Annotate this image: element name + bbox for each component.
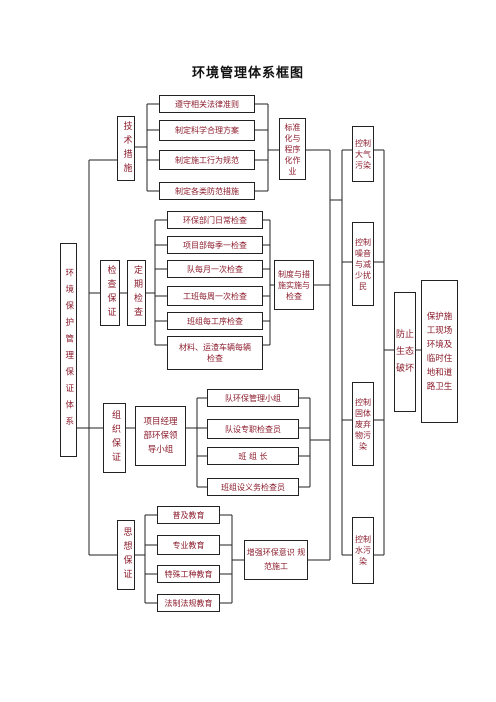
inspection-item-3: 队每月一次检查 xyxy=(167,260,263,278)
inspection-item-6-label: 材料、运渣车辆每辆检查 xyxy=(179,343,251,363)
branch-inspection: 检查保证 xyxy=(100,260,120,326)
thought-item-2: 专业教育 xyxy=(157,535,220,555)
inspection-item-1-label: 环保部门日常检查 xyxy=(183,215,247,225)
control-air-label: 控制大气污染 xyxy=(355,138,371,170)
final-goal-box: 保护施工现场环境及临时住地和道路卫生 xyxy=(421,280,458,423)
control-solid-label: 控制固体废弃物污染 xyxy=(355,397,371,451)
inspection-item-5-label: 班组每工序检查 xyxy=(187,316,243,326)
organization-item-3: 班 组 长 xyxy=(207,447,299,465)
prevent-ecology-label: 防止生态破坏 xyxy=(396,329,415,374)
inspection-item-2-label: 项目部每季一检查 xyxy=(183,240,247,250)
branch-thought: 思想保证 xyxy=(117,520,135,590)
thought-item-3: 特殊工种教育 xyxy=(157,565,220,583)
tech-result-label: 标准化与程序化作业 xyxy=(284,122,301,176)
thought-item-4: 法制法规教育 xyxy=(157,594,220,612)
inspection-result: 制度与措施实施与检查 xyxy=(274,260,314,310)
thought-result: 增强环保意识 规范施工 xyxy=(244,540,308,580)
branch-organization: 组织保证 xyxy=(103,403,126,473)
root-label: 环境保护管理保证体系 xyxy=(63,267,74,433)
inspection-item-3-label: 队每月一次检查 xyxy=(187,264,243,274)
tech-item-1: 遵守相关法律准则 xyxy=(159,95,255,113)
organization-item-1: 队环保管理小组 xyxy=(207,389,299,407)
final-goal-label: 保护施工现场环境及临时住地和道路卫生 xyxy=(426,311,453,392)
branch-technical: 技术措施 xyxy=(117,116,135,181)
control-water: 控制水污染 xyxy=(352,517,374,584)
thought-result-label: 增强环保意识 规范施工 xyxy=(246,548,306,571)
root-box: 环境保护管理保证体系 xyxy=(60,243,77,457)
control-air: 控制大气污染 xyxy=(352,126,374,182)
inspection-item-4-label: 工班每周一次检查 xyxy=(183,291,247,301)
thought-item-3-label: 特殊工种教育 xyxy=(164,569,213,579)
organization-item-1-label: 队环保管理小组 xyxy=(225,393,281,403)
thought-item-4-label: 法制法规教育 xyxy=(164,598,213,608)
organization-sub-label: 项目经理部环保领导小组 xyxy=(143,417,178,455)
branch-thought-label: 思想保证 xyxy=(121,527,132,583)
organization-item-2: 队设专职检查员 xyxy=(207,419,299,439)
control-noise: 控制噪音与减少扰民 xyxy=(352,222,374,306)
control-noise-label: 控制噪音与减少扰民 xyxy=(355,237,371,291)
diagram-title: 环境管理体系框图 xyxy=(191,66,304,81)
organization-sub: 项目经理部环保领导小组 xyxy=(135,406,186,466)
tech-item-1-label: 遵守相关法律准则 xyxy=(175,99,239,109)
inspection-item-2: 项目部每季一检查 xyxy=(167,236,263,254)
inspection-sub-label: 定期检查 xyxy=(132,265,142,321)
inspection-item-5: 班组每工序检查 xyxy=(167,312,263,330)
thought-item-2-label: 专业教育 xyxy=(172,540,205,550)
thought-item-1-label: 普及教育 xyxy=(172,510,205,520)
tech-result-text: 标准化与程序化作业 xyxy=(279,118,306,180)
organization-item-3-label: 班 组 长 xyxy=(238,451,268,461)
tech-item-2: 制定科学合理方案 xyxy=(159,120,255,141)
inspection-item-4: 工班每周一次检查 xyxy=(167,286,263,306)
tech-item-2-label: 制定科学合理方案 xyxy=(175,126,239,135)
tech-item-4: 制定各类防范措施 xyxy=(159,182,255,200)
inspection-item-6: 材料、运渣车辆每辆检查 xyxy=(167,336,263,370)
thought-item-1: 普及教育 xyxy=(157,506,220,524)
branch-inspection-label: 检查保证 xyxy=(105,265,116,321)
organization-item-2-label: 队设专职检查员 xyxy=(225,424,281,434)
branch-organization-label: 组织保证 xyxy=(110,410,120,466)
branch-technical-label: 技术措施 xyxy=(121,120,132,177)
organization-item-4-label: 班组设义务检查员 xyxy=(221,482,285,492)
inspection-item-1: 环保部门日常检查 xyxy=(167,211,263,229)
prevent-ecology-box: 防止生态破坏 xyxy=(394,292,416,412)
control-water-label: 控制水污染 xyxy=(355,535,371,566)
control-solid: 控制固体废弃物污染 xyxy=(352,382,374,466)
inspection-sub: 定期检查 xyxy=(127,260,146,326)
tech-item-3-label: 制定施工行为规范 xyxy=(175,155,239,165)
inspection-result-label: 制度与措施实施与检查 xyxy=(278,269,310,301)
organization-item-4: 班组设义务检查员 xyxy=(207,478,299,496)
tech-item-4-label: 制定各类防范措施 xyxy=(175,186,239,196)
tech-item-3: 制定施工行为规范 xyxy=(159,150,255,170)
